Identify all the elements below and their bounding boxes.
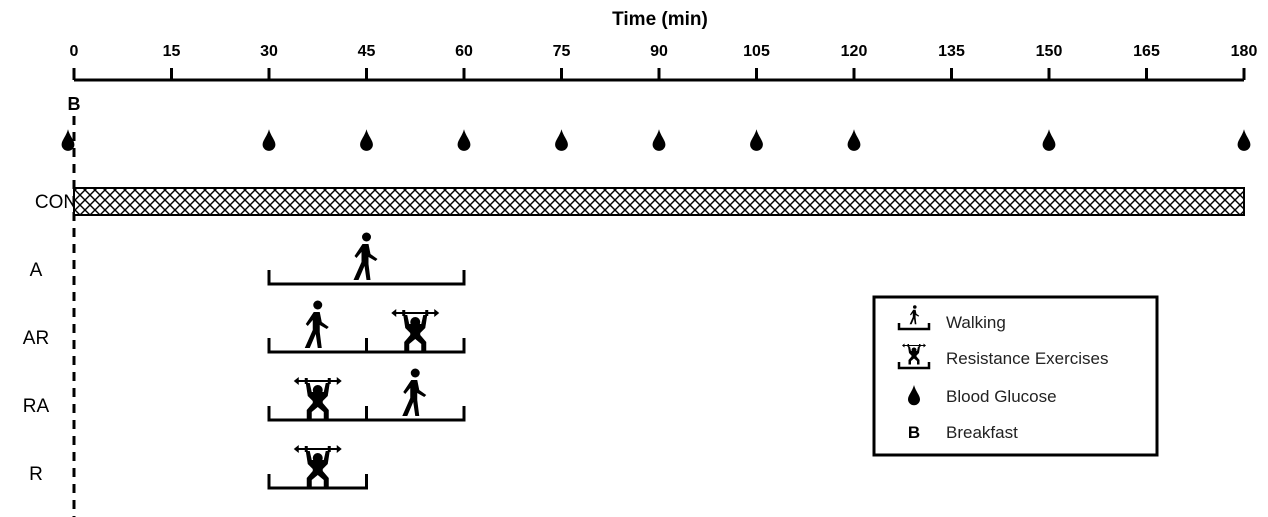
blood-glucose-markers [61,129,1251,151]
blood-glucose-drop-icon [61,129,75,151]
resistance-icon [292,376,343,420]
resistance-icon [897,343,931,370]
blood-glucose-drop-icon [847,129,861,151]
legend-walking: Walking [897,305,1006,332]
blood-glucose-drop-icon [1237,129,1251,151]
resistance-icon [390,308,441,352]
axis-tick-label: 90 [650,43,668,60]
axis-tick-label: 180 [1231,43,1258,60]
blood-glucose-drop-icon [360,129,373,151]
axis-tick-label: 75 [553,43,571,60]
axis-title: Time (min) [612,9,708,30]
legend-label: Resistance Exercises [946,349,1109,368]
axis-tick-label: 120 [841,43,868,60]
legend-label: Blood Glucose [946,387,1057,406]
breakfast-marker: B [68,94,81,114]
axis-tick-label: 105 [743,43,770,60]
blood-glucose-drop-icon [750,129,763,151]
legend-blood-glucose: Blood Glucose [908,385,1057,406]
condition-label: AR [23,328,49,349]
condition-label: RA [23,396,50,417]
blood-glucose-drop-icon [457,129,471,151]
segment-bracket [267,474,368,490]
axis-tick-label: 45 [358,43,376,60]
axis-tick-label: 60 [455,43,473,60]
legend-label: Breakfast [946,423,1018,442]
segment-bracket [365,406,466,422]
time-axis: 0 15 30 45 60 75 90 105 120 135 150 165 180 [70,43,1258,82]
legend-resistance: Resistance Exercises [897,343,1109,370]
walking-icon [304,300,329,348]
axis-tick-label: 150 [1036,43,1063,60]
condition-row-r: R [29,444,368,490]
blood-glucose-drop-icon [652,129,666,151]
blood-glucose-drop-icon [1042,129,1056,151]
walking-icon [897,305,931,331]
walking-icon [402,368,427,416]
condition-label: CON [35,192,77,213]
axis-tick-label: 135 [938,43,965,60]
condition-label: R [29,464,43,485]
legend-breakfast: B Breakfast [908,423,1018,442]
legend: Walking Resistance Exercises Blood Gluco… [872,295,1159,457]
segment-bracket [365,338,466,354]
segment-bracket [267,270,466,286]
blood-glucose-drop-icon [555,129,568,151]
segment-bracket [267,406,368,422]
blood-glucose-drop-icon [262,129,276,151]
axis-tick-label: 0 [70,43,79,60]
sitting-bar [73,187,1245,216]
axis-tick-label: 30 [260,43,278,60]
condition-row-a: A [30,232,466,286]
legend-label: Walking [946,313,1006,332]
condition-label: A [30,260,43,281]
resistance-icon [292,444,343,488]
axis-tick-label: 165 [1133,43,1160,60]
condition-row-con: CON [35,187,1245,216]
condition-row-ra: RA [23,368,466,422]
condition-row-ar: AR [23,300,466,354]
breakfast-icon: B [908,423,920,442]
axis-tick-label: 15 [163,43,181,60]
walking-icon [353,232,378,280]
condition-rows: CON A AR RA R [23,187,1245,490]
